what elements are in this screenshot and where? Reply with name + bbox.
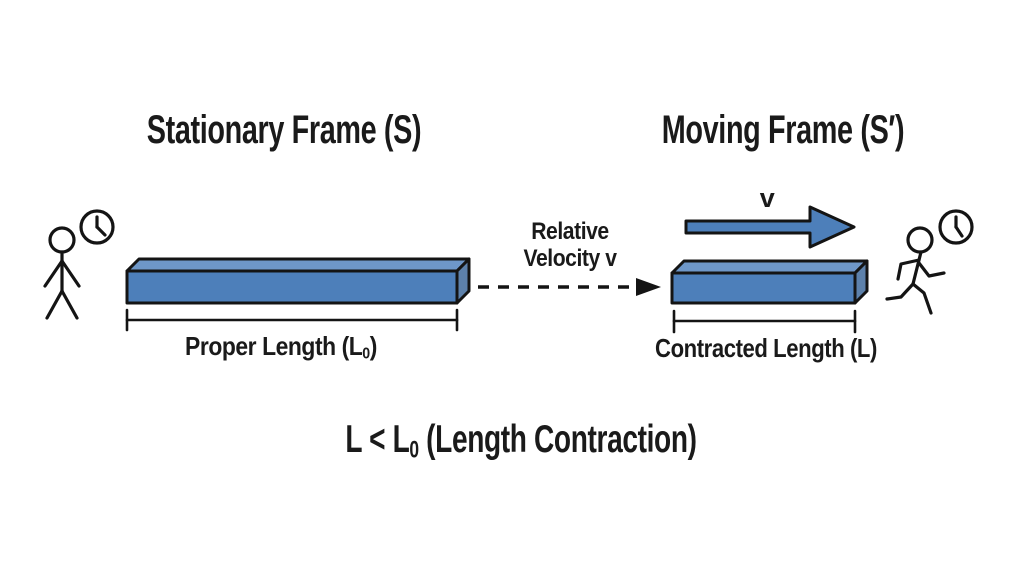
- clock-icon: [938, 209, 974, 245]
- relative-velocity-label: Relative Velocity v: [523, 218, 617, 272]
- moving-frame-title: Moving Frame (S′): [661, 108, 905, 152]
- proper-length-bar: [125, 257, 471, 305]
- arrowhead: [636, 278, 661, 296]
- velocity-arrow: [684, 205, 856, 249]
- contracted-bar-front-face: [670, 271, 857, 305]
- running-person-icon: [885, 226, 946, 315]
- proper-length-dimension: [125, 308, 459, 332]
- clock-icon: [79, 209, 115, 245]
- relative-velocity-arrow: [478, 278, 661, 296]
- stationary-frame-title: Stationary Frame (S): [146, 108, 422, 152]
- proper-length-label: Proper Length (L0): [185, 331, 377, 363]
- contracted-length-label: Contracted Length (L): [655, 333, 877, 363]
- velocity-label: v: [759, 183, 775, 213]
- length-contraction-formula: L < L0 (Length Contraction): [345, 418, 697, 464]
- proper-bar-top-face: [125, 257, 471, 273]
- contracted-length-dimension: [672, 309, 857, 334]
- contracted-bar-top-face: [670, 259, 869, 275]
- proper-bar-front-face: [125, 269, 459, 305]
- contracted-length-bar: [670, 259, 869, 305]
- standing-person-icon: [43, 226, 81, 320]
